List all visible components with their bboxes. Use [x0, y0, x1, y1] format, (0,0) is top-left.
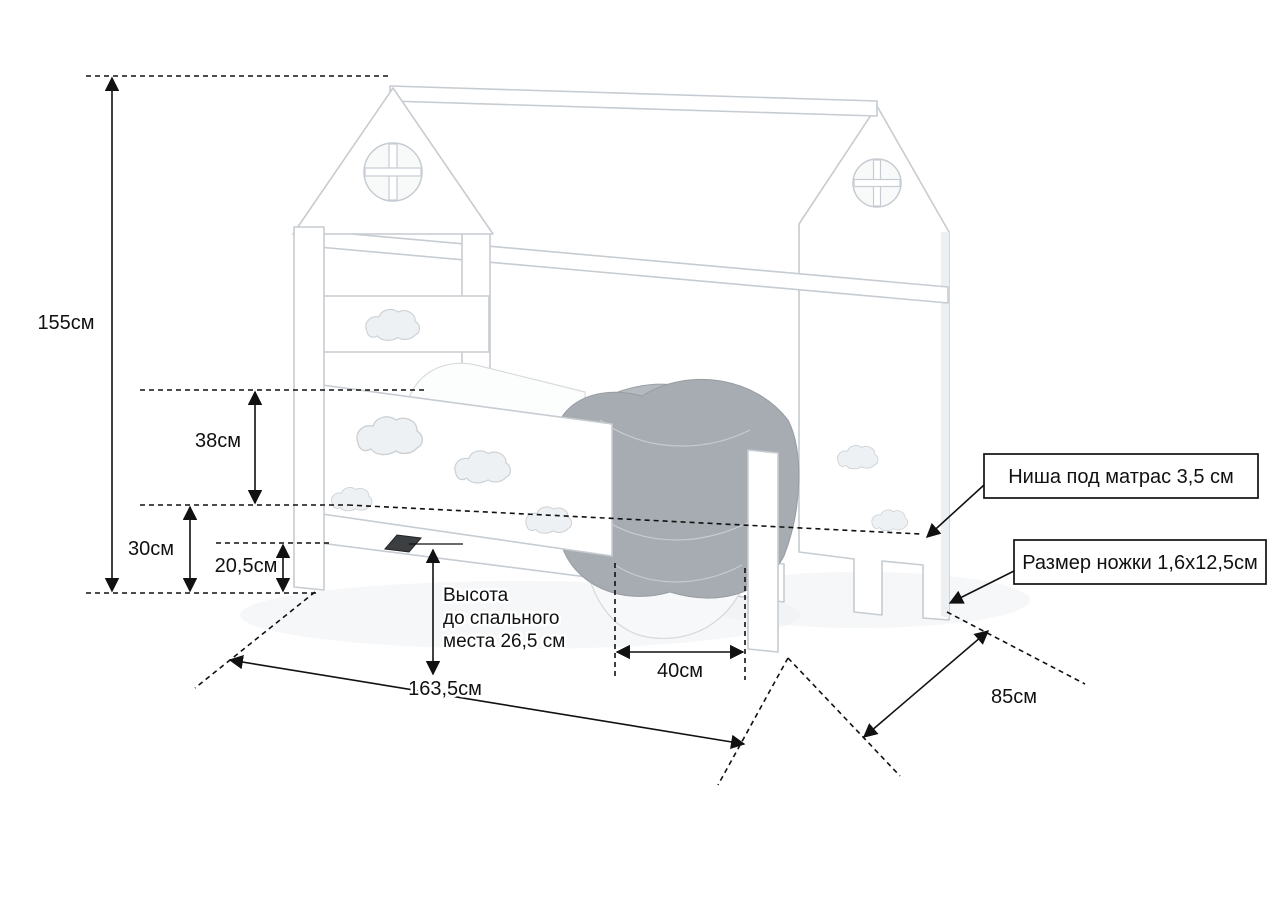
dimension-label-rail-height: 38см [195, 430, 241, 452]
dimension-sleep-height: Высота до спального места 26,5 см [384, 534, 568, 676]
projection-line-depth-front [787, 657, 901, 777]
slat-level-marker [384, 534, 422, 553]
bed-illustration [240, 85, 1030, 653]
projection-line-depth-rear [946, 611, 1086, 685]
callout-label-mattress-niche: Ниша под матрас 3,5 см [1008, 466, 1234, 488]
callout-box [983, 453, 1259, 499]
projection-line-left [194, 591, 316, 689]
dimension-annotations: 155см 38см 30см 20,5см Высота до спально… [35, 75, 1267, 786]
dimension-clearance-height: 30см [126, 505, 198, 593]
front-gable-window-icon [363, 142, 423, 202]
sleep-height-note-line1: Высота [443, 585, 509, 606]
front-right-post [747, 449, 779, 653]
callout-leg-size: Размер ножки 1,6х12,5см [948, 539, 1267, 604]
dimension-label-opening-width: 40см [657, 660, 703, 682]
callout-leader-line [948, 570, 1015, 604]
callout-box [1013, 539, 1267, 585]
dimension-total-height: 155см [35, 76, 120, 593]
rear-gable-window-icon [852, 158, 902, 208]
front-left-post [293, 226, 325, 591]
blanket-fold [614, 564, 743, 583]
blanket-fold [599, 419, 751, 447]
dimension-opening-width: 40см [615, 644, 745, 685]
dimension-label-base-height: 20,5см [215, 555, 278, 577]
mattress-level-line [347, 504, 921, 535]
dimension-label-depth: 85см [991, 686, 1037, 708]
dimension-rail-height: 38см [193, 390, 263, 505]
dimension-label-length: 163,5см [408, 678, 482, 700]
dimension-label-clearance-height: 30см [128, 538, 174, 560]
callout-leader-line [925, 484, 985, 538]
projection-line-front-right [717, 657, 789, 786]
dimension-label-total-height: 155см [37, 312, 94, 334]
sleep-height-note-line2: до спального [443, 608, 559, 629]
dimension-length: 163,5см [228, 654, 746, 750]
ridge-beam [389, 85, 878, 117]
dimension-base-height: 20,5см [212, 543, 291, 593]
blanket [552, 378, 800, 599]
callout-mattress-niche: Ниша под матрас 3,5 см [925, 453, 1259, 538]
dimension-depth: 85см [862, 630, 1040, 738]
callout-label-leg-size: Размер ножки 1,6х12,5см [1022, 552, 1258, 574]
sleep-height-note-line3: места 26,5 см [443, 631, 565, 652]
